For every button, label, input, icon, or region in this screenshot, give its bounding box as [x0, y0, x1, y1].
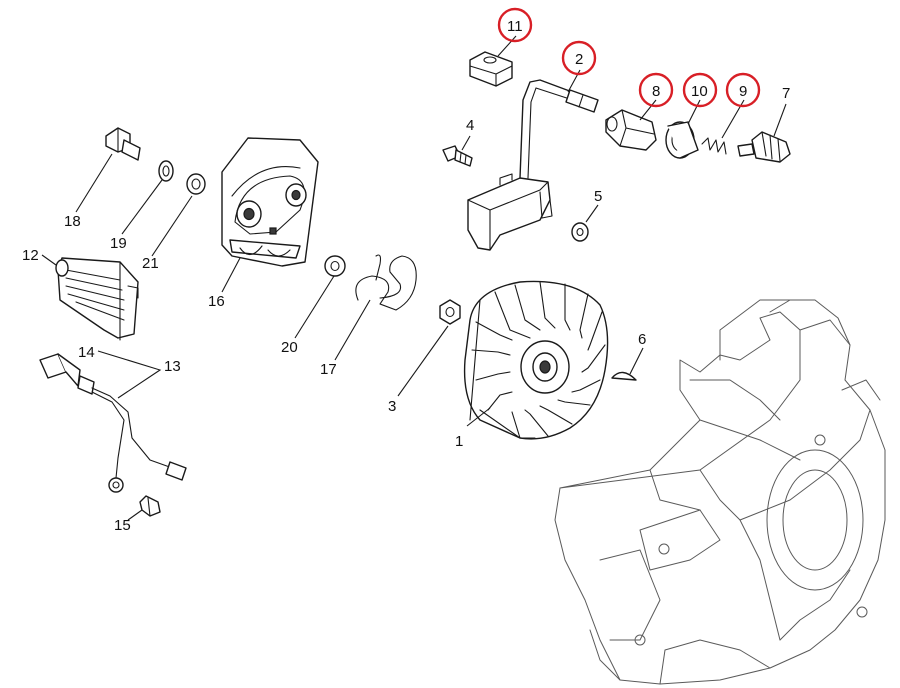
- callout-label-18: 18: [64, 213, 81, 230]
- highlight-circles: [497, 7, 761, 108]
- callout-label-8: 8: [652, 83, 660, 100]
- callout-label-3: 3: [388, 398, 396, 415]
- boot-part: [665, 121, 699, 159]
- washer-21-part: [186, 173, 206, 195]
- callout-label-4: 4: [466, 117, 474, 134]
- callout-label-10: 10: [691, 83, 708, 100]
- callout-label-21: 21: [142, 255, 159, 272]
- grommet-part: [469, 51, 513, 87]
- callout-labels: 1 2 3 4 5 6 7 8 9 10 11 12 13 14 15 16 1…: [22, 18, 790, 534]
- regulator-part: [55, 257, 139, 341]
- callout-label-17: 17: [320, 361, 337, 378]
- highlight-circle-10: [682, 72, 718, 108]
- leader-lines: [41, 35, 787, 521]
- clutch-part: [221, 137, 319, 267]
- callout-label-11: 11: [507, 18, 523, 35]
- washer-5-part: [571, 222, 589, 242]
- key-part: [611, 371, 637, 381]
- harness-screw-part: [139, 495, 161, 517]
- callout-label-5: 5: [594, 188, 602, 205]
- clip-spring-part: [355, 254, 417, 311]
- flywheel-part: [463, 280, 609, 440]
- callout-label-14: 14: [78, 344, 95, 361]
- callout-label-20: 20: [281, 339, 298, 356]
- nut-part: [439, 299, 461, 325]
- callout-label-7: 7: [782, 85, 790, 102]
- coil-screw-part: [442, 145, 473, 167]
- callout-label-19: 19: [110, 235, 127, 252]
- highlight-circle-2: [561, 40, 597, 76]
- bolt-part: [105, 127, 141, 161]
- terminal-part: [737, 131, 791, 163]
- spring-part: [701, 137, 727, 155]
- callout-label-15: 15: [114, 517, 131, 534]
- callout-label-13: 13: [164, 358, 181, 375]
- callout-label-9: 9: [739, 83, 747, 100]
- highlight-circle-9: [725, 72, 761, 108]
- callout-label-6: 6: [638, 331, 646, 348]
- crankcase-drawing: [554, 299, 886, 685]
- lock-washer-part: [158, 160, 174, 182]
- highlight-circle-8: [638, 72, 674, 108]
- wire-harness-part: [39, 353, 187, 493]
- callout-label-12: 12: [22, 247, 39, 264]
- washer-20-part: [324, 255, 346, 277]
- plug-cap-part: [605, 109, 657, 151]
- ignition-coil-part: [467, 79, 599, 251]
- callout-label-16: 16: [208, 293, 225, 310]
- callout-label-1: 1: [455, 433, 463, 450]
- callout-label-2: 2: [575, 51, 583, 68]
- highlight-circle-11: [497, 7, 533, 43]
